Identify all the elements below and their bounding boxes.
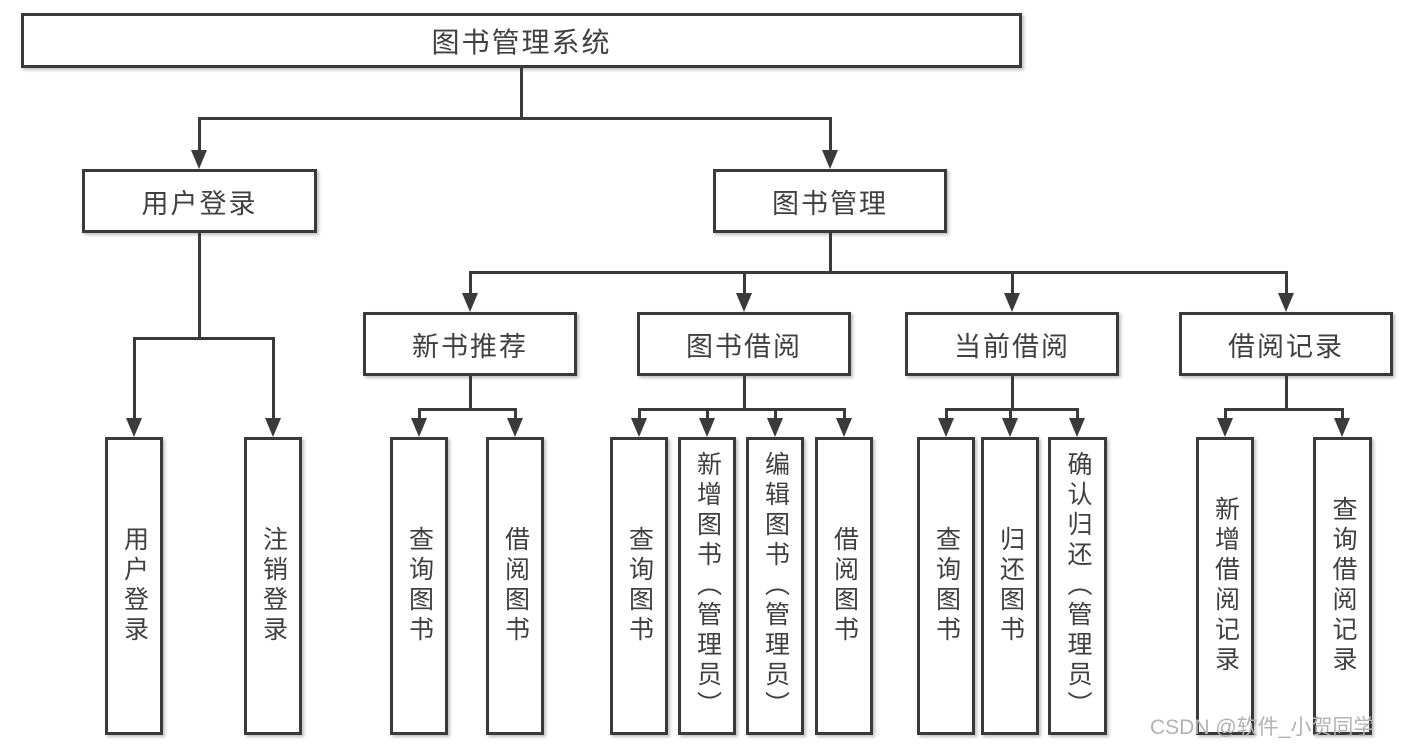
down-arrow bbox=[1002, 408, 1019, 437]
connector-root-stem bbox=[520, 68, 523, 117]
down-arrow bbox=[411, 408, 428, 437]
connector-book-borrow-bar bbox=[638, 408, 846, 411]
node-book-borrow: 图书借阅 bbox=[637, 312, 851, 376]
node-book-management-label: 图书管理 bbox=[772, 188, 888, 219]
node-user-login-label: 用户登录 bbox=[141, 188, 258, 219]
leaf-add-book-admin-label: 新增图书（管理员） bbox=[693, 451, 722, 721]
down-arrow bbox=[507, 408, 524, 437]
connector-borrow-records-bar bbox=[1224, 408, 1344, 411]
connector-new-book-bar bbox=[418, 408, 517, 411]
watermark: CSDN @软件_小贺同学 bbox=[1150, 716, 1375, 739]
leaf-edit-book-admin-label: 编辑图书（管理员） bbox=[761, 451, 790, 721]
node-borrow-records: 借阅记录 bbox=[1179, 312, 1393, 376]
node-root-label: 图书管理系统 bbox=[431, 26, 612, 58]
down-arrow bbox=[822, 117, 839, 169]
leaf-query-borrow-record: 查询借阅记录 bbox=[1313, 437, 1372, 735]
down-arrow bbox=[1334, 408, 1351, 437]
connector-book-mgmt-stem bbox=[829, 233, 832, 271]
connector-book-mgmt-bar bbox=[469, 271, 1287, 274]
connector-new-book-stem bbox=[469, 376, 472, 408]
down-arrow bbox=[699, 408, 716, 437]
connector-borrow-records-stem bbox=[1285, 376, 1288, 408]
node-user-login: 用户登录 bbox=[82, 169, 317, 233]
leaf-query-borrow-record-label: 查询借阅记录 bbox=[1329, 496, 1357, 676]
leaf-return-book-label: 归还图书 bbox=[996, 526, 1025, 646]
leaf-return-book: 归还图书 bbox=[981, 437, 1039, 735]
leaf-borrow-book-label: 借阅图书 bbox=[830, 526, 859, 646]
leaf-user-login-label: 用户登录 bbox=[120, 526, 149, 646]
leaf-confirm-return-admin: 确认归还（管理员） bbox=[1048, 437, 1107, 735]
down-arrow bbox=[1004, 271, 1021, 312]
node-root: 图书管理系统 bbox=[21, 13, 1022, 68]
down-arrow bbox=[938, 408, 955, 437]
down-arrow bbox=[265, 337, 282, 437]
down-arrow bbox=[1069, 408, 1086, 437]
connector-current-borrow-stem bbox=[1011, 376, 1014, 408]
leaf-logout: 注销登录 bbox=[244, 437, 302, 735]
down-arrow bbox=[462, 271, 479, 312]
node-new-book-recommend-label: 新书推荐 bbox=[412, 331, 528, 362]
connector-current-borrow-bar bbox=[945, 408, 1079, 411]
leaf-borrow-book-recommend: 借阅图书 bbox=[486, 437, 544, 735]
leaf-query-book-current-label: 查询图书 bbox=[932, 526, 961, 646]
connector-user-login-bar bbox=[133, 337, 275, 340]
leaf-query-book-recommend: 查询图书 bbox=[390, 437, 448, 735]
leaf-borrow-book: 借阅图书 bbox=[815, 437, 873, 735]
down-arrow bbox=[1217, 408, 1234, 437]
down-arrow bbox=[191, 117, 208, 169]
leaf-query-book-current: 查询图书 bbox=[917, 437, 975, 735]
down-arrow bbox=[736, 271, 753, 312]
node-book-management: 图书管理 bbox=[713, 169, 947, 233]
down-arrow bbox=[836, 408, 853, 437]
down-arrow bbox=[767, 408, 784, 437]
leaf-add-borrow-record: 新增借阅记录 bbox=[1196, 437, 1254, 735]
leaf-query-book-borrow-label: 查询图书 bbox=[625, 526, 654, 646]
leaf-borrow-book-recommend-label: 借阅图书 bbox=[501, 526, 530, 646]
connector-book-borrow-stem bbox=[743, 376, 746, 408]
leaf-add-book-admin: 新增图书（管理员） bbox=[678, 437, 736, 735]
leaf-query-book-recommend-label: 查询图书 bbox=[405, 526, 434, 646]
leaf-user-login: 用户登录 bbox=[105, 437, 163, 735]
node-current-borrow-label: 当前借阅 bbox=[954, 331, 1070, 362]
leaf-query-book-borrow: 查询图书 bbox=[610, 437, 668, 735]
leaf-confirm-return-admin-label: 确认归还（管理员） bbox=[1064, 451, 1092, 721]
node-book-borrow-label: 图书借阅 bbox=[686, 331, 802, 362]
node-new-book-recommend: 新书推荐 bbox=[363, 312, 577, 376]
connector-root-bar bbox=[198, 117, 832, 120]
down-arrow bbox=[631, 408, 648, 437]
leaf-add-borrow-record-label: 新增借阅记录 bbox=[1211, 496, 1240, 676]
down-arrow bbox=[126, 337, 143, 437]
leaf-logout-label: 注销登录 bbox=[259, 526, 288, 646]
connector-user-login-stem bbox=[198, 233, 201, 337]
leaf-edit-book-admin: 编辑图书（管理员） bbox=[746, 437, 804, 735]
node-current-borrow: 当前借阅 bbox=[905, 312, 1119, 376]
down-arrow bbox=[1278, 271, 1295, 312]
node-borrow-records-label: 借阅记录 bbox=[1228, 331, 1344, 362]
